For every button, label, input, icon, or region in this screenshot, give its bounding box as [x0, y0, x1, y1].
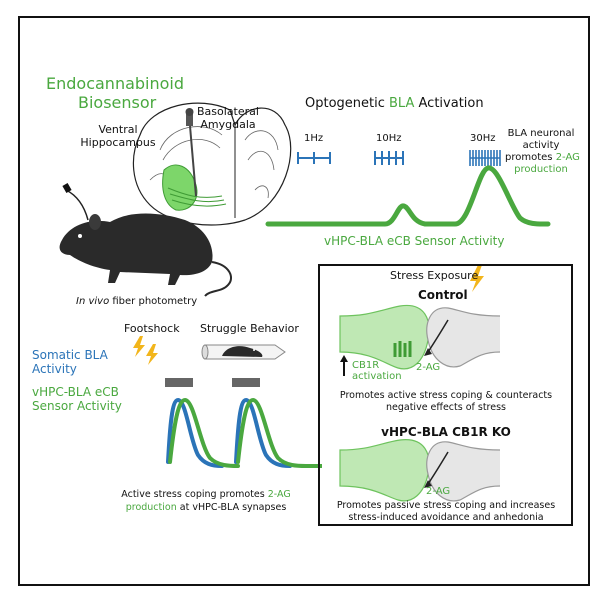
control-title: Control	[418, 288, 468, 302]
opto-title: Optogenetic BLA Activation	[305, 96, 484, 111]
control-text: Promotes active stress coping & countera…	[339, 390, 553, 413]
stress-exposure-panel	[318, 264, 573, 526]
stimulus-bar-footshock	[165, 378, 193, 387]
footshock-traces	[166, 397, 240, 468]
stimulus-bar-struggle	[232, 378, 260, 387]
stress-title: Stress Exposure	[390, 269, 479, 282]
retrograde-arrow	[427, 319, 449, 353]
retrograde-arrow-ko	[427, 451, 449, 485]
brain-slice-illustration	[132, 102, 292, 226]
two-ag-ko: 2-AG	[426, 486, 451, 497]
two-ag-control: 2-AG	[416, 362, 441, 373]
pulse-30hz	[469, 150, 501, 166]
optical-fiber-probe	[185, 108, 197, 197]
cb1r-receptor-icon	[393, 341, 412, 357]
title-line-1: Endocannabinoid	[46, 74, 185, 93]
pulse-10hz	[374, 151, 404, 165]
struggle-label: Struggle Behavior	[200, 322, 299, 335]
ko-synapse	[339, 439, 501, 502]
pulse-1hz	[297, 152, 331, 164]
sensor-activity-trace	[265, 165, 551, 227]
footshock-label: Footshock	[124, 322, 180, 335]
ko-text: Promotes passive stress coping and incre…	[336, 500, 556, 523]
ko-title: vHPC-BLA CB1R KO	[381, 425, 511, 439]
lightning-icon-stress	[470, 265, 484, 292]
fiber-caption: In vivo fiber photometry	[76, 296, 198, 307]
figure-frame	[18, 16, 590, 586]
title-line-2: Biosensor	[78, 93, 157, 112]
control-synapse	[339, 304, 501, 376]
freq-10hz: 10Hz	[376, 133, 402, 144]
mouse-illustration	[59, 183, 232, 297]
sensor-caption: vHPC-BLA eCB Sensor Activity	[324, 234, 505, 248]
freq-30hz: 30Hz	[470, 133, 496, 144]
lightning-icon-footshock	[133, 336, 158, 365]
restraint-tube-illustration	[201, 344, 286, 360]
struggle-traces	[234, 397, 308, 468]
freq-1hz: 1Hz	[304, 133, 324, 144]
